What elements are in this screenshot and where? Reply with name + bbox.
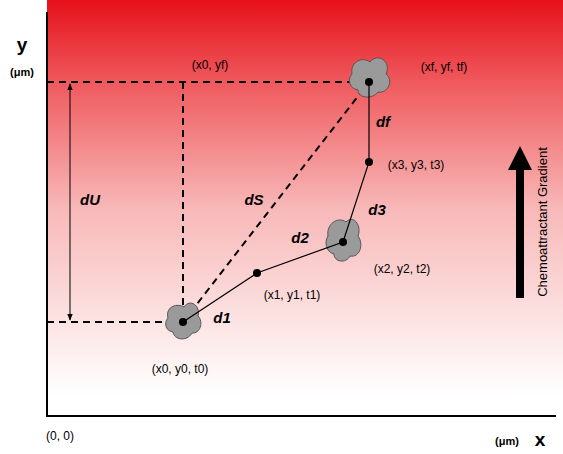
x-axis bbox=[46, 415, 556, 417]
distance-label: dU bbox=[80, 192, 100, 209]
axis-label: x bbox=[535, 430, 546, 451]
distance-label: d1 bbox=[213, 310, 231, 327]
distance-label: dS bbox=[244, 192, 263, 209]
cell-track bbox=[183, 82, 369, 322]
axis-unit: (μm) bbox=[495, 435, 519, 447]
axis-label: y bbox=[17, 35, 28, 56]
dashed-guides bbox=[47, 82, 369, 322]
coordinate-label: (x0, y0, t0) bbox=[152, 363, 209, 376]
distance-label: d2 bbox=[291, 230, 309, 247]
axis-unit: (μm) bbox=[10, 66, 34, 78]
coordinate-label: (x2, y2, t2) bbox=[374, 263, 431, 276]
distance-label: df bbox=[376, 114, 390, 131]
track-points bbox=[179, 78, 373, 326]
cell-shapes bbox=[166, 58, 390, 339]
origin-label: (0, 0) bbox=[46, 430, 74, 443]
gradient-background bbox=[47, 0, 563, 416]
y-axis bbox=[46, 12, 48, 417]
gradient-arrow bbox=[508, 146, 532, 298]
coordinate-label: (x3, y3, t3) bbox=[388, 159, 445, 172]
coordinate-label: (xf, yf, tf) bbox=[421, 61, 468, 74]
gradient-label: Chemoattractant Gradient bbox=[536, 147, 550, 297]
coordinate-label: (x1, y1, t1) bbox=[264, 289, 321, 302]
dimension-arrow bbox=[70, 84, 71, 320]
distance-label: d3 bbox=[368, 202, 386, 219]
coordinate-label: (x0, yf) bbox=[192, 59, 229, 72]
